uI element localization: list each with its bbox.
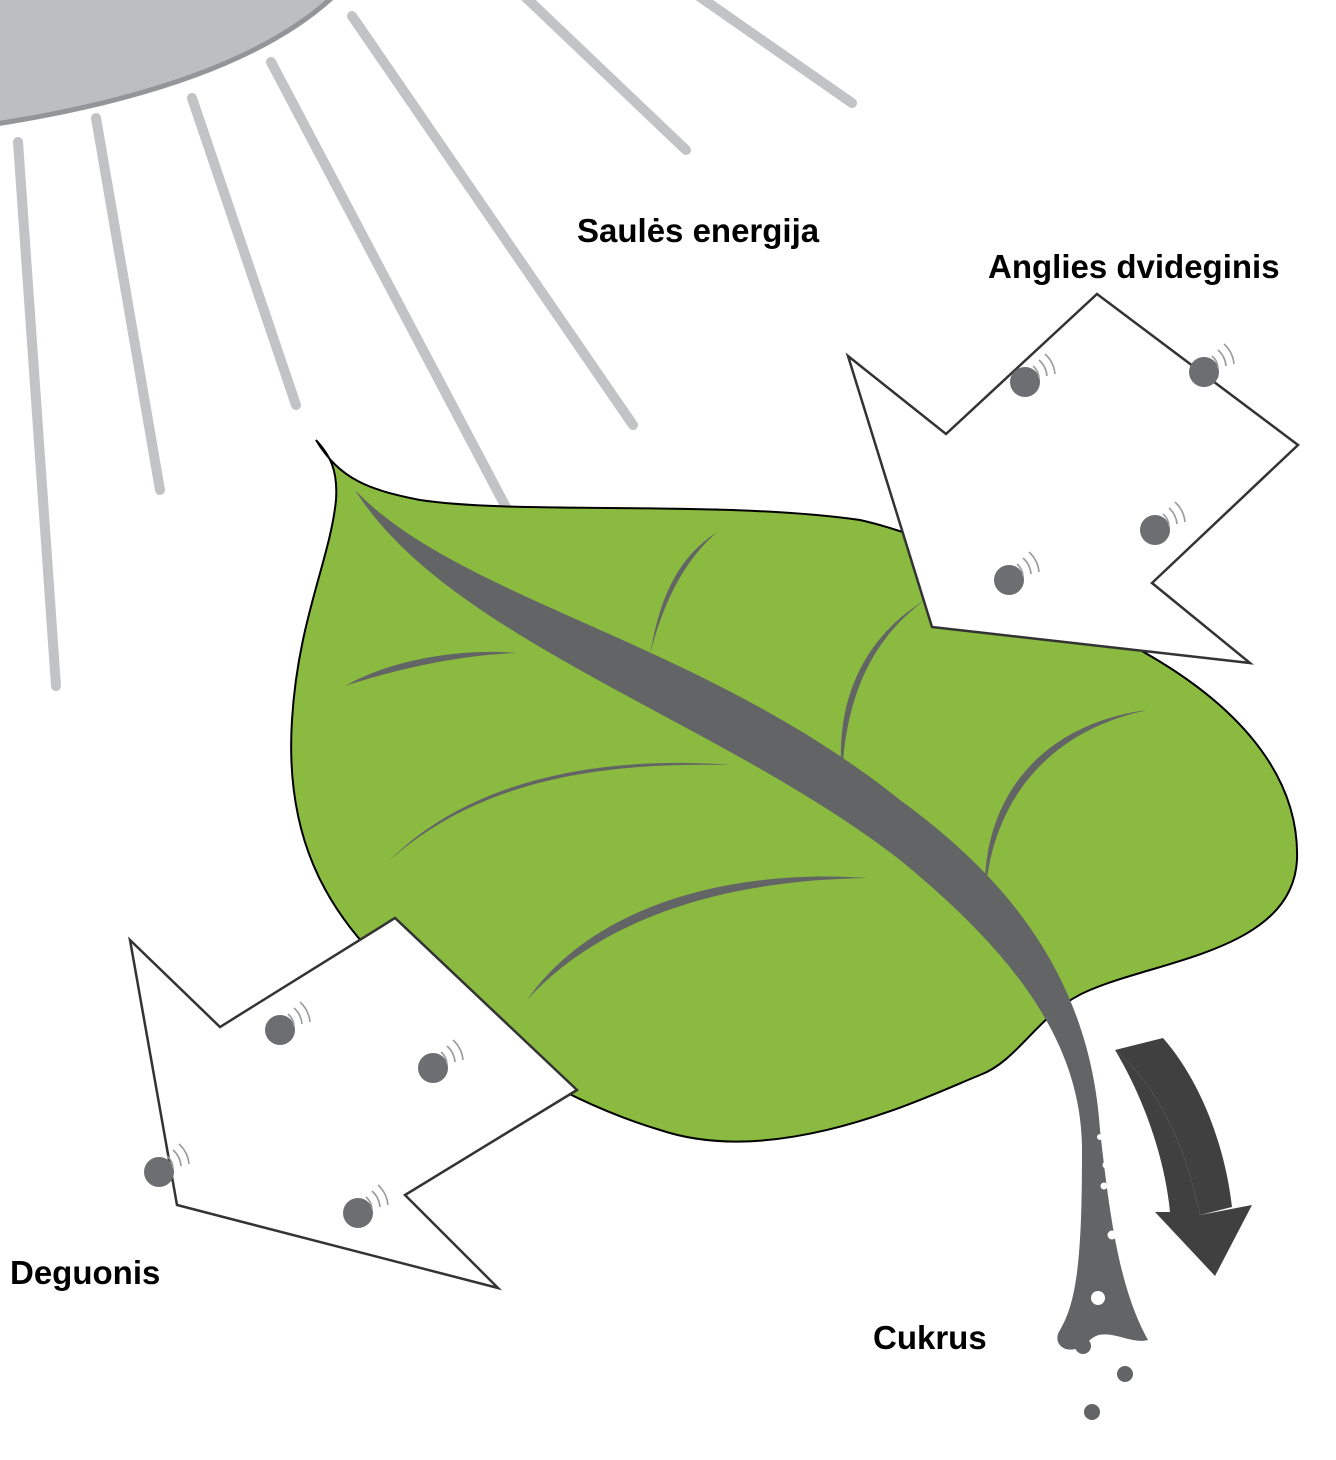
sun-ray [192,98,296,405]
sugar-bubble [1103,1162,1110,1169]
sugar-drop [1117,1366,1133,1382]
label-carbon-dioxide: Anglies dvideginis [988,248,1280,285]
sugar-drop [1084,1404,1100,1420]
sun-ray [518,0,686,150]
sugar-bubble [1091,1291,1105,1305]
sugar-bubble [1097,1134,1103,1140]
label-sugar: Cukrus [873,1319,987,1356]
sun-ray [690,0,852,103]
sugar-drop [1075,1338,1091,1354]
sugar-drops [1075,1338,1133,1420]
sugar-bubble [1101,1183,1108,1190]
curved-arrow-icon [1115,1038,1252,1276]
label-oxygen: Deguonis [10,1254,160,1291]
sun-ray [18,142,56,686]
sun-ray [271,62,518,530]
molecule-icon [1189,344,1234,387]
sugar-bubble [1108,1231,1117,1240]
sun-ray [96,118,160,490]
label-solar-energy: Saulės energija [577,212,820,249]
